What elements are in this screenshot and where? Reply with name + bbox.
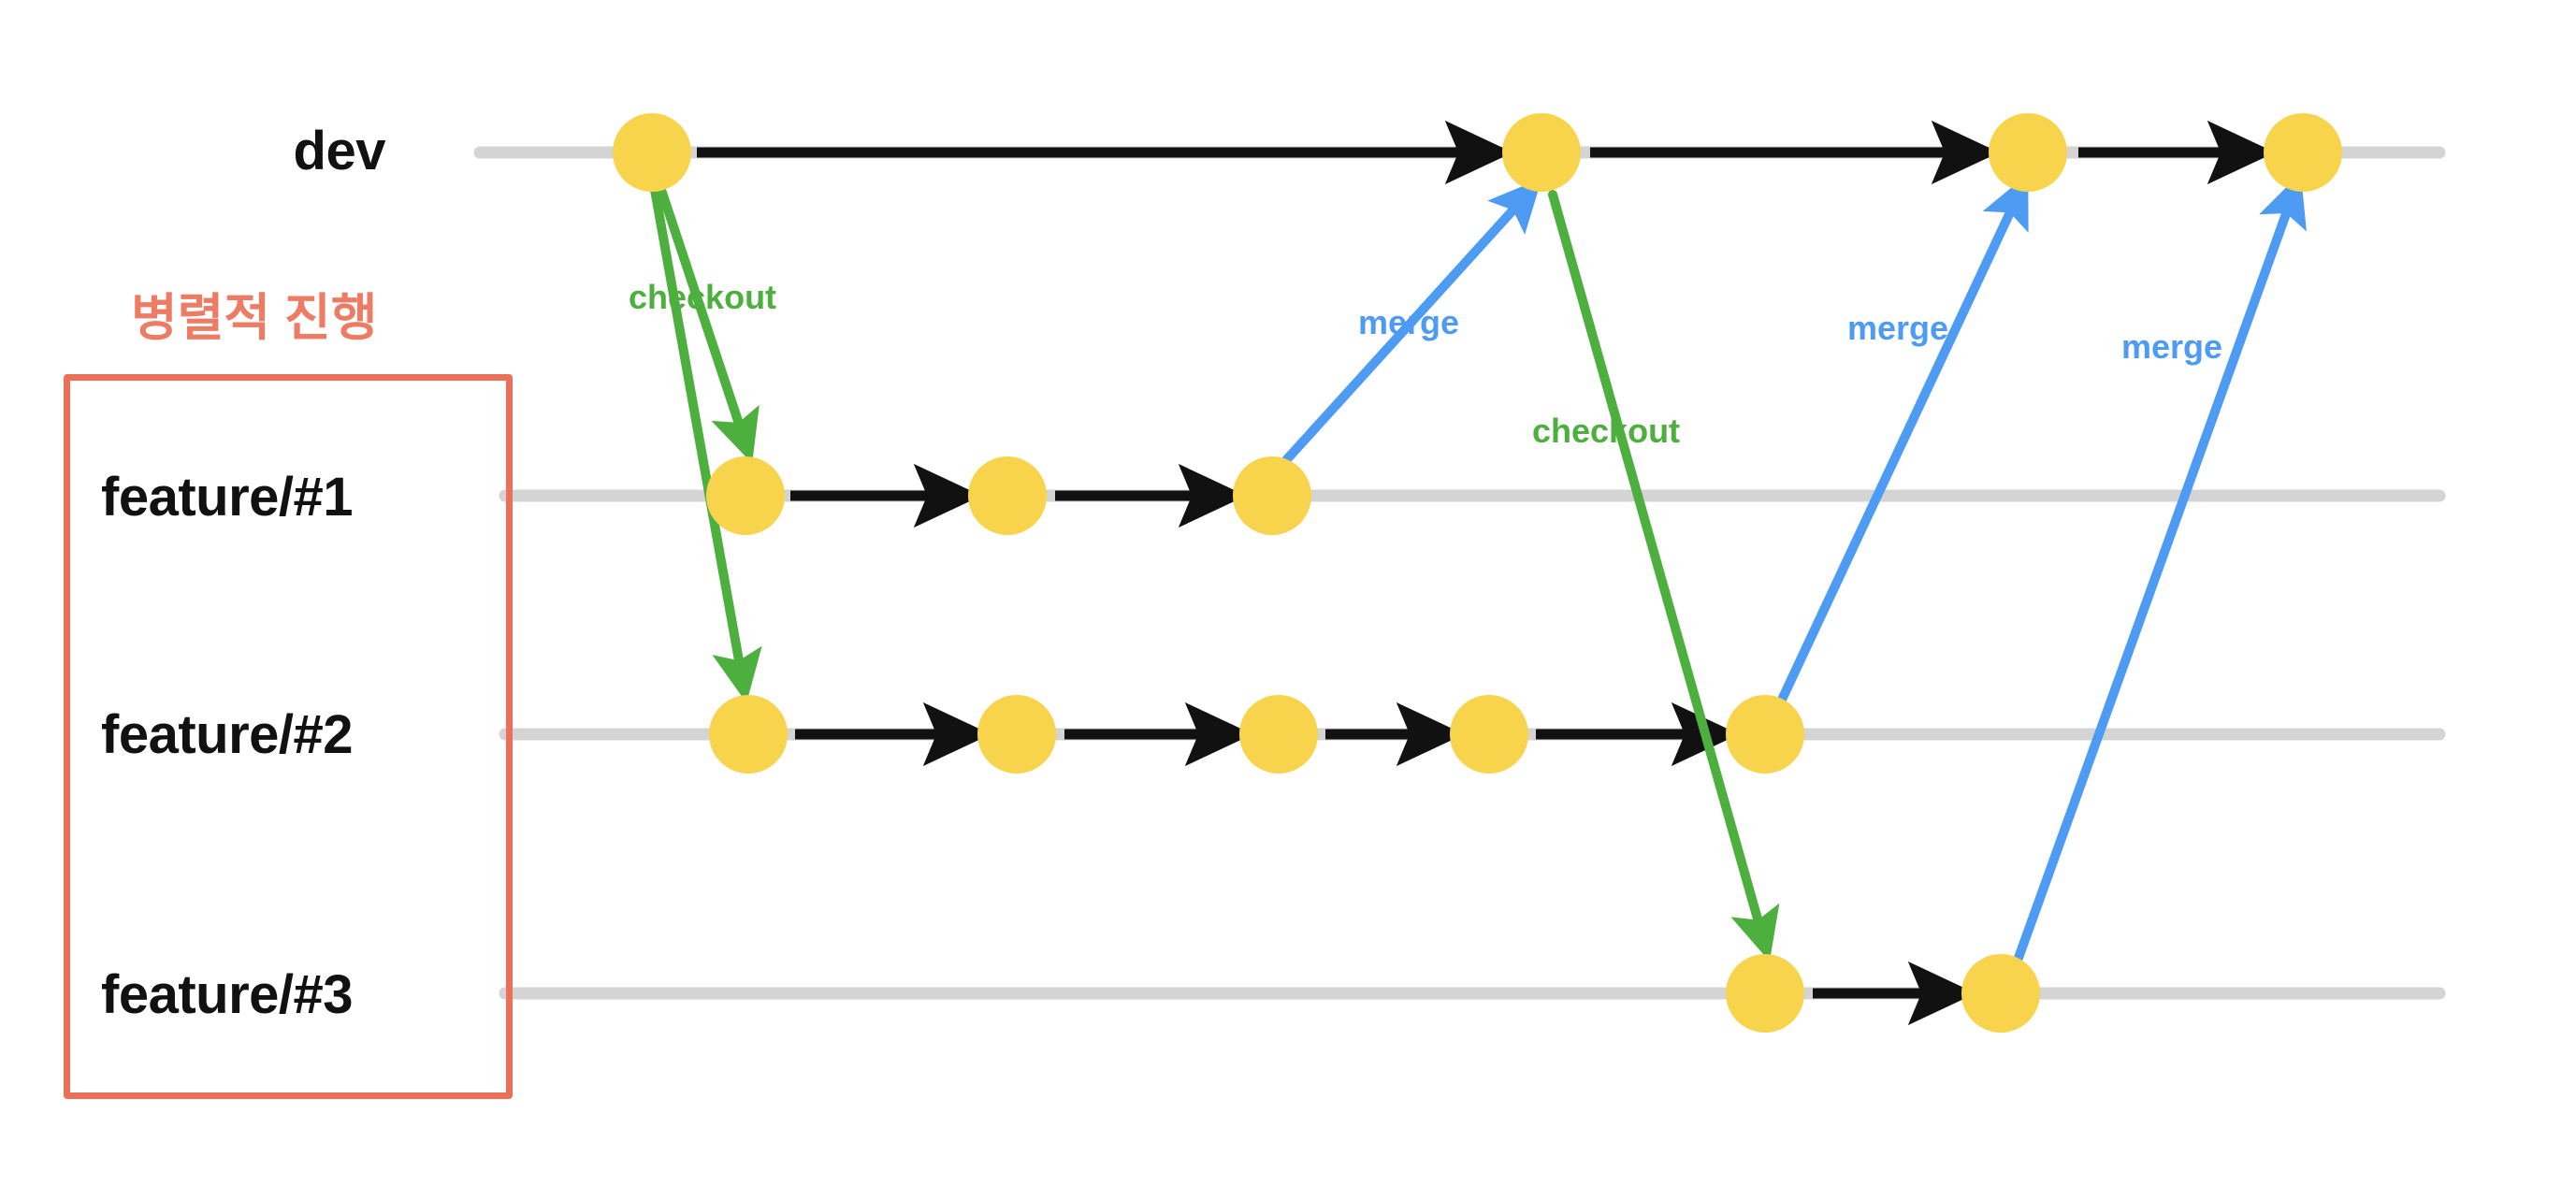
commit-node-dev-3[interactable] [1989, 113, 2067, 192]
merge-edge-feature1-to-dev [1281, 178, 1542, 465]
parallel-progress-box [64, 374, 513, 1099]
checkout-edge-dev-to-feature2 [650, 185, 762, 703]
commit-node-feature2-2[interactable] [977, 695, 1056, 774]
commit-node-feature1-1[interactable] [706, 456, 785, 535]
commit-node-dev-1[interactable] [613, 113, 691, 192]
branch-label-feature2: feature/#2 [101, 704, 354, 765]
merge-edge-feature3-to-dev [2014, 172, 2307, 962]
commit-node-feature2-3[interactable] [1239, 695, 1318, 774]
checkout-edge-dev-to-feature1 [657, 185, 760, 464]
commit-node-feature2-5[interactable] [1726, 695, 1804, 774]
commit-node-dev-2[interactable] [1502, 113, 1581, 192]
commit-node-feature2-1[interactable] [709, 695, 788, 774]
branch-label-feature1: feature/#1 [101, 467, 354, 528]
branch-label-feature3: feature/#3 [101, 964, 354, 1025]
edge-label-merge-3: merge [2121, 327, 2223, 366]
edge-label-checkout-1: checkout [629, 278, 777, 316]
edge-label-merge-1: merge [1358, 303, 1460, 341]
commit-nodes [613, 113, 2342, 1033]
commit-node-feature3-2[interactable] [1961, 954, 2040, 1033]
edge-label-merge-2: merge [1847, 309, 1949, 347]
commit-node-feature2-4[interactable] [1450, 695, 1528, 774]
checkout-edges [650, 185, 1780, 962]
merge-edges [1281, 172, 2307, 962]
checkout-edge-dev-to-feature3 [1548, 190, 1780, 962]
branch-label-dev: dev [293, 121, 386, 181]
parallel-progress-caption: 병렬적 진행 [131, 290, 378, 346]
commit-node-feature1-3[interactable] [1233, 456, 1311, 535]
commit-node-dev-4[interactable] [2264, 113, 2342, 192]
commit-node-feature3-1[interactable] [1726, 954, 1804, 1033]
commit-node-feature1-2[interactable] [968, 456, 1047, 535]
merge-edge-feature2-to-dev [1777, 173, 2029, 704]
edge-label-checkout-2: checkout [1532, 412, 1681, 450]
